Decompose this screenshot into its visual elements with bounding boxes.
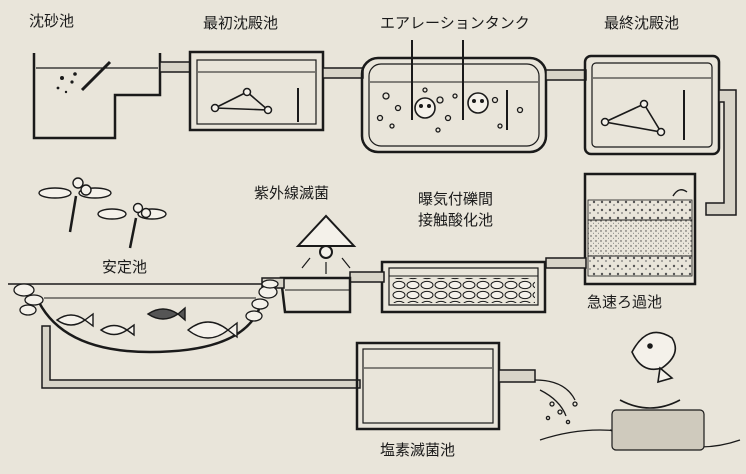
uv-channel	[279, 276, 352, 314]
label-contact-oxidation-2: 接触酸化池	[418, 211, 494, 229]
label-contact-oxidation-1: 曝気付礫間	[418, 190, 494, 208]
pond-rocks-left	[13, 283, 44, 316]
primary-sprockets	[210, 87, 273, 115]
grit-chamber-tank	[32, 53, 162, 140]
fish-group	[55, 306, 238, 339]
pipe-3	[545, 69, 587, 81]
label-final-settling: 最終沈殿池	[604, 14, 680, 32]
uv-lamp-icon	[295, 214, 357, 274]
chlorine-sterilization-tank	[355, 341, 501, 431]
rapid-filter-tank	[583, 172, 697, 286]
stamp-mark	[611, 409, 705, 451]
pipe-1	[159, 61, 191, 73]
final-sprockets	[600, 99, 666, 137]
pipe-8	[41, 325, 361, 389]
stabilization-pond	[8, 283, 264, 354]
microbe-faces	[414, 92, 489, 119]
dragonfly-icon	[38, 177, 167, 249]
pipe-6	[349, 271, 385, 283]
label-stabilization-pond: 安定池	[102, 258, 148, 276]
primary-settling-tank	[188, 50, 325, 132]
aeration-bubbles	[376, 87, 524, 133]
final-settling-tank	[583, 54, 721, 156]
label-primary-settling: 最初沈殿池	[203, 14, 279, 32]
pipe-4	[705, 89, 737, 216]
pipe-outlet	[498, 369, 536, 383]
grit-bubbles	[56, 72, 77, 94]
pipe-5	[545, 257, 587, 269]
label-uv-sterilization: 紫外線滅菌	[254, 184, 330, 202]
pipe-2	[322, 67, 364, 79]
aeration-tank	[360, 40, 548, 154]
label-grit-chamber: 沈砂池	[29, 12, 75, 30]
jumping-fish-icon	[609, 331, 701, 439]
microbe-eyes	[419, 99, 484, 108]
contact-oxidation-pond	[380, 260, 547, 314]
label-chlorine-sterilization: 塩素滅菌池	[380, 441, 456, 459]
label-rapid-filter: 急速ろ過池	[587, 293, 663, 311]
label-aeration-tank: エアレーションタンク	[380, 14, 530, 32]
pond-rocks-right	[245, 279, 279, 322]
